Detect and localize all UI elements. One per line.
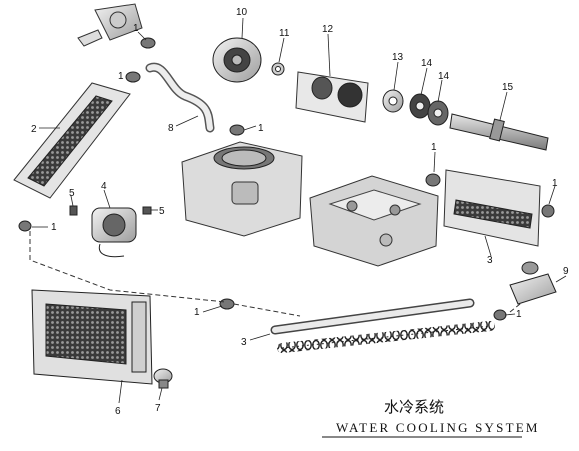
callout-8: 8 [168,123,174,134]
callout-10: 10 [236,7,248,18]
callout-3-upper: 3 [487,255,493,266]
water-pump-shaft [449,113,549,151]
callout-14-left: 14 [421,58,433,69]
water-hose-lower [270,298,495,353]
callout-5-left: 5 [69,188,75,199]
callout-1-thermostat-clamp: 1 [133,23,139,34]
callout-11: 11 [279,28,290,39]
callout-1-hose-clamp: 1 [258,123,264,134]
water-pump-impeller [212,37,262,83]
thermostat-housing [77,3,143,47]
callout-1-lower-clamp: 1 [194,307,200,318]
radiator-fan-motor [91,207,137,258]
bearing [382,89,449,126]
hose-junction [509,261,557,305]
bolt [69,205,152,216]
callout-15: 15 [502,82,514,93]
callout-9: 9 [563,266,569,277]
callout-14-right: 14 [438,71,450,82]
leader-lines [32,17,567,404]
callout-5-right: 5 [159,206,165,217]
callout-3-lower: 3 [241,337,247,348]
washer [271,62,285,76]
radiator-cover-left [13,82,131,199]
radiator-cover-right [443,169,541,247]
callout-12: 12 [322,24,334,35]
callout-4: 4 [101,181,107,192]
diagram-title-english: WATER COOLING SYSTEM [336,420,540,435]
callout-6: 6 [115,406,121,417]
callout-7: 7 [155,403,161,414]
callout-2: 2 [31,124,37,135]
pump-gasket-plate [295,71,369,123]
radiator [31,289,153,385]
diagram-title-chinese: 水冷系统 [384,398,444,416]
callout-13: 13 [392,52,404,63]
callout-1-right-clamp: 1 [552,178,558,189]
temperature-sensor [153,368,173,389]
water-hose-upper [145,62,215,133]
cylinder-head [309,175,439,267]
cylinder [181,141,303,237]
callout-1-junction-clamp: 1 [516,309,522,320]
callout-1-upper-clamp: 1 [118,71,124,82]
callout-1-head-clamp: 1 [431,142,437,153]
callout-1-left-clamp: 1 [51,222,57,233]
